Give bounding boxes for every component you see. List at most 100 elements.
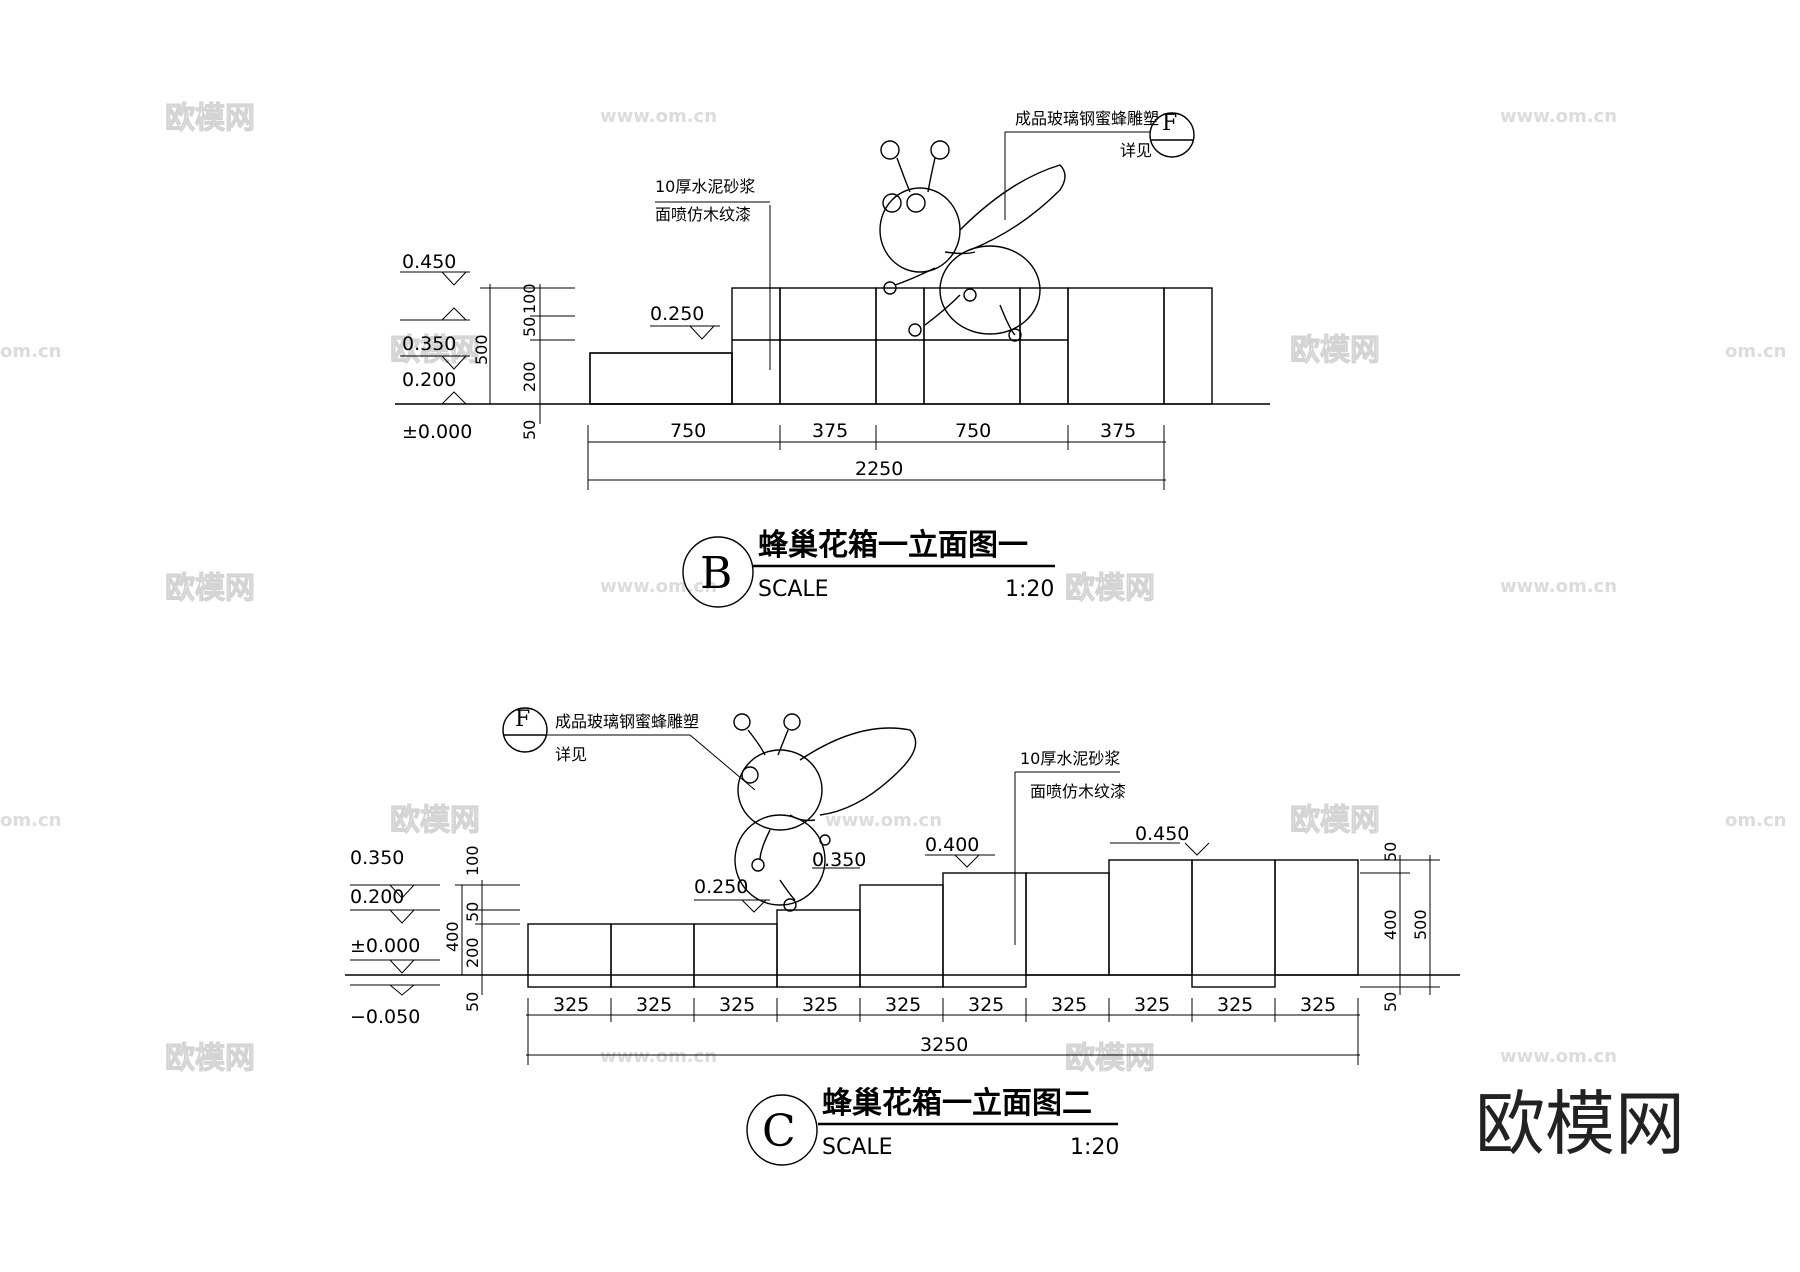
dim-text: 50 (463, 992, 482, 1012)
note-sculpture-line2: 详见 (555, 745, 587, 764)
dim-text: 325 (802, 994, 838, 1016)
elevation-label: 0.450 (402, 251, 456, 273)
dim-text: 375 (812, 420, 848, 442)
watermark-brand: 欧模网 (390, 803, 480, 838)
watermark-brand: 欧模网 (165, 101, 255, 136)
elevation-drawing-c: F 成品玻璃钢蜜蜂雕塑 详见 10厚水泥砂浆 面喷仿木纹漆 0.350 0.20… (345, 707, 1460, 1166)
watermark-url: www.om.cn (600, 106, 717, 127)
note-sculpture-line1: 成品玻璃钢蜜蜂雕塑 (1015, 109, 1159, 128)
dim-text: 325 (1300, 994, 1336, 1016)
elevation-label: 0.400 (925, 834, 979, 856)
dim-text: 400 (1381, 909, 1400, 940)
dim-text: 325 (636, 994, 672, 1016)
note-material-line1: 10厚水泥砂浆 (655, 177, 755, 196)
note-material-line1: 10厚水泥砂浆 (1020, 749, 1120, 768)
elevation-label: 0.200 (402, 369, 456, 391)
watermark-brand: 欧模网 (1065, 571, 1155, 606)
brand-logo: 欧模网 (1475, 1083, 1685, 1165)
watermark-url: www.om.cn (600, 1046, 717, 1067)
dim-text: 100 (520, 283, 539, 314)
dim-text: 750 (955, 420, 991, 442)
scale-label: SCALE (758, 577, 829, 602)
planter-box-base (589, 352, 733, 405)
watermark-url: www.om.cn (825, 810, 942, 831)
vertical-dimension-c-right: 50 400 500 50 (1360, 842, 1440, 1012)
planter-boxes-c (527, 859, 1359, 988)
dim-total: 2250 (855, 458, 903, 480)
planter-box (1191, 859, 1276, 988)
elevation-drawing-b: 10厚水泥砂浆 面喷仿木纹漆 成品玻璃钢蜜蜂雕塑 详见 F 0.450 0.35… (395, 109, 1270, 608)
watermark-url: www.om.cn (600, 576, 717, 597)
dim-text: 325 (885, 994, 921, 1016)
detail-callout-f (502, 707, 548, 753)
planter-box (589, 352, 733, 405)
planter-box (923, 287, 1021, 405)
planter-box (859, 884, 944, 988)
elevation-label: 0.200 (350, 886, 404, 908)
drawing-label-letter: B (700, 548, 732, 599)
planter-box (1025, 872, 1110, 976)
note-sculpture-line2: 详见 (1120, 141, 1152, 160)
elevation-markers-c: 0.350 0.200 ±0.000 −0.050 0.250 0.350 0.… (350, 823, 1210, 1028)
dim-text: 325 (553, 994, 589, 1016)
planter-box (1274, 859, 1359, 976)
scale-value: 1:20 (1005, 577, 1054, 602)
watermark-brand: 欧模网 (1065, 1041, 1155, 1076)
dim-text: 750 (670, 420, 706, 442)
title-block-b: B 蜂巢花箱一立面图一 SCALE 1:20 (682, 528, 1055, 608)
elevation-label: ±0.000 (350, 935, 420, 957)
watermark-url: om.cn (1725, 810, 1786, 831)
dim-text: 325 (1134, 994, 1170, 1016)
dim-total: 3250 (920, 1034, 968, 1056)
scale-value: 1:20 (1070, 1135, 1119, 1160)
dim-text: 50 (1381, 842, 1400, 862)
dim-text: 50 (463, 902, 482, 922)
planter-box (1108, 859, 1193, 976)
planter-box (779, 287, 877, 405)
planter-box (610, 923, 695, 988)
planter-box (693, 923, 778, 988)
elevation-label: 0.350 (402, 333, 456, 355)
watermark-brand: 欧模网 (1290, 803, 1380, 838)
planter-box (731, 287, 781, 405)
elevation-label: 0.350 (812, 849, 866, 871)
drawing-label-letter: C (762, 1106, 796, 1157)
elevation-label: 0.450 (1135, 823, 1189, 845)
elevation-markers-b: 0.450 0.350 0.200 ±0.000 0.250 (400, 251, 720, 443)
vertical-dimension-c-left: 100 50 200 400 50 (443, 845, 520, 1012)
planter-box (875, 287, 925, 405)
dim-text: 50 (520, 420, 539, 440)
watermark-url: om.cn (1725, 341, 1786, 362)
watermark-brand: 欧模网 (390, 333, 480, 368)
dim-text: 200 (520, 361, 539, 392)
bee-sculpture-b (879, 140, 1066, 342)
planter-box (1067, 287, 1165, 405)
watermark-url: www.om.cn (1500, 106, 1617, 127)
elevation-label: 0.250 (650, 303, 704, 325)
horizontal-dimension-c: 325 325 325 325 325 325 325 325 325 325 … (526, 994, 1360, 1065)
dim-text: 200 (463, 937, 482, 968)
dim-text: 100 (463, 845, 482, 876)
dim-text: 500 (1411, 909, 1430, 940)
dim-text: 500 (472, 334, 491, 365)
dim-text: 325 (719, 994, 755, 1016)
detail-letter: F (515, 707, 530, 732)
watermark-url: www.om.cn (1500, 1046, 1617, 1067)
drawing-title: 蜂巢花箱一立面图一 (758, 528, 1028, 563)
watermark-layer: 欧模网 www.om.cn www.om.cn om.cn 欧模网 欧模网 om… (0, 101, 1786, 1166)
watermark-url: www.om.cn (1500, 576, 1617, 597)
scale-label: SCALE (822, 1135, 893, 1160)
note-material-line2: 面喷仿木纹漆 (1030, 782, 1126, 801)
dim-text: 325 (1051, 994, 1087, 1016)
title-block-c: C 蜂巢花箱一立面图二 SCALE 1:20 (746, 1086, 1119, 1166)
watermark-brand: 欧模网 (1290, 333, 1380, 368)
dim-text: 50 (520, 317, 539, 337)
planter-box (1163, 287, 1213, 405)
vertical-dimension-b: 100 50 200 500 50 (472, 283, 575, 440)
watermark-brand: 欧模网 (165, 1041, 255, 1076)
watermark-url: om.cn (0, 341, 61, 362)
watermark-url: om.cn (0, 810, 61, 831)
dim-text: 325 (968, 994, 1004, 1016)
bee-sculpture-c (733, 713, 917, 912)
